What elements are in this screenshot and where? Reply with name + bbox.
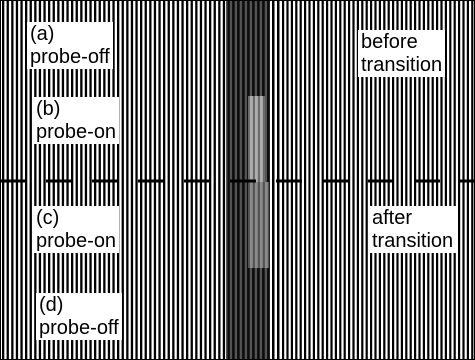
fringe-stripe xyxy=(75,0,78,360)
before-word: before xyxy=(361,31,418,53)
fringe-stripe xyxy=(352,0,355,360)
fringe-stripe xyxy=(209,0,212,360)
fringe-stripe xyxy=(181,0,184,360)
central-stripe xyxy=(263,0,265,360)
fringe-stripe xyxy=(71,0,74,360)
panel-d-label: (d) probe-off xyxy=(36,293,122,340)
panel-b-label: (b) probe-on xyxy=(33,97,120,144)
fringe-stripe xyxy=(308,0,311,360)
fringe-stripe xyxy=(348,0,351,360)
after-transition-label: after transition xyxy=(369,206,457,253)
fringe-stripe xyxy=(117,0,120,360)
fringe-stripe xyxy=(218,0,221,360)
before-transition-word: transition xyxy=(361,54,443,76)
fringe-stripe xyxy=(34,0,37,360)
fringe-stripe xyxy=(444,0,447,360)
fringe-stripe xyxy=(43,0,46,360)
panel-a-tag: (a) xyxy=(30,23,55,45)
fringe-stripe xyxy=(365,0,368,360)
panel-d-tag: (d) xyxy=(39,294,64,316)
fringe-stripe xyxy=(38,0,42,360)
fringe-stripe xyxy=(121,0,124,360)
panel-a-label: (a) probe-off xyxy=(27,22,113,69)
fringe-stripe xyxy=(409,0,412,360)
panel-d-state: probe-off xyxy=(39,317,119,339)
central-stripe xyxy=(258,0,260,360)
fringe-stripe xyxy=(89,0,92,360)
fringe-stripe xyxy=(163,0,166,360)
fringe-stripe xyxy=(356,0,359,360)
fringe-stripe xyxy=(167,0,170,360)
fringe-stripe xyxy=(25,0,28,360)
fringe-stripe xyxy=(176,0,180,360)
fringe-stripe xyxy=(135,0,138,360)
panel-c-label: (c) probe-on xyxy=(33,206,120,253)
fringe-stripe xyxy=(312,0,315,360)
before-transition-label: before transition xyxy=(358,30,446,77)
fringe-stripe xyxy=(272,0,275,360)
fringe-stripe xyxy=(126,0,129,360)
panel-c-tag: (c) xyxy=(36,207,60,229)
fringe-stripe xyxy=(458,0,461,360)
fringe-stripe xyxy=(172,0,175,360)
fringe-stripe xyxy=(304,0,307,360)
panel-b-tag: (b) xyxy=(36,98,61,120)
panel-b-state: probe-on xyxy=(36,121,117,143)
fringe-stripe xyxy=(400,0,403,360)
fringe-stripe xyxy=(440,0,443,360)
central-highlight-upper xyxy=(248,96,265,182)
fringe-stripe xyxy=(222,0,226,360)
fringe-stripe xyxy=(449,0,452,360)
fringe-stripe xyxy=(29,0,32,360)
after-word: after xyxy=(372,207,413,229)
fringe-stripe xyxy=(317,0,320,360)
fringe-stripe xyxy=(453,0,456,360)
fringe-stripe xyxy=(84,0,88,360)
central-stripe xyxy=(228,0,230,360)
after-transition-word: transition xyxy=(372,230,454,252)
fringe-stripe xyxy=(80,0,83,360)
fringe-stripe xyxy=(130,0,134,360)
panel-c-state: probe-on xyxy=(36,230,117,252)
fringe-stripe xyxy=(361,0,364,360)
fringe-stripe xyxy=(213,0,216,360)
central-stripe xyxy=(268,0,270,360)
fringe-stripe xyxy=(396,0,399,360)
fringe-stripe xyxy=(405,0,408,360)
central-highlight-lower xyxy=(248,182,269,268)
panel-a-state: probe-off xyxy=(30,46,110,68)
